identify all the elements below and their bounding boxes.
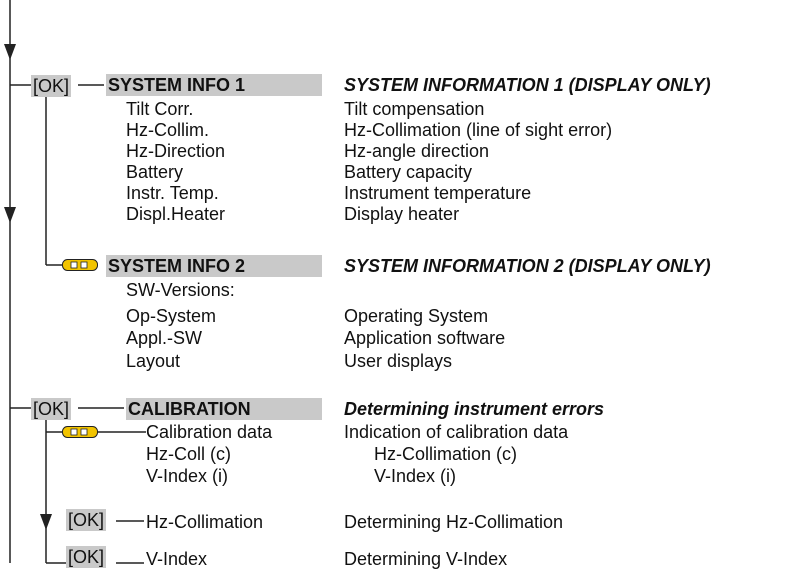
item-op-system: Op-System [126,306,217,326]
item-displ-heater: Displ.Heater [126,204,226,224]
desc-v-index: Determining V-Index [344,549,508,569]
section3-title: CALIBRATION [128,399,251,419]
section1-title-bar: SYSTEM INFO 1 [106,74,322,96]
desc-hz-coll-c: Hz-Collimation (c) [374,444,518,464]
item-appl-sw: Appl.-SW [126,328,203,348]
desc-instr-temp: Instrument temperature [344,183,532,203]
item-hz-coll-c: Hz-Coll (c) [146,444,231,464]
item-hz-direction: Hz-Direction [126,141,226,161]
ok-key-v-index: [OK] [66,546,107,568]
ok-key-calibration: [OK] [31,398,72,420]
item-battery: Battery [126,162,184,182]
ok-key-hz-collimation: [OK] [66,509,107,531]
section2-title: SYSTEM INFO 2 [108,256,246,276]
section3-heading: Determining instrument errors [344,399,605,419]
section2-title-bar: SYSTEM INFO 2 [106,255,322,277]
section2-heading: SYSTEM INFORMATION 2 (DISPLAY ONLY) [344,256,711,276]
item-hz-collimation: Hz-Collimation [146,512,264,532]
key-icon [62,259,98,271]
item-v-index-i: V-Index (i) [146,466,229,486]
ok-key-1: [OK] [31,75,72,97]
item-instr-temp: Instr. Temp. [126,183,219,203]
desc-hz-direction: Hz-angle direction [344,141,490,161]
key-icon [62,426,98,438]
desc-hz-collim: Hz-Collimation (line of sight error) [344,120,613,140]
item-calibration-data: Calibration data [146,422,273,442]
desc-calibration-data: Indication of calibration data [344,422,569,442]
desc-v-index-i: V-Index (i) [374,466,457,486]
desc-battery: Battery capacity [344,162,473,182]
desc-appl-sw: Application software [344,328,506,348]
section1-title: SYSTEM INFO 1 [108,75,246,95]
item-hz-collim: Hz-Collim. [126,120,209,140]
desc-layout: User displays [344,351,453,371]
sw-versions-label: SW-Versions: [126,280,235,300]
desc-tilt-corr: Tilt compensation [344,99,485,119]
section1-heading: SYSTEM INFORMATION 1 (DISPLAY ONLY) [344,75,711,95]
item-layout: Layout [126,351,181,371]
item-tilt-corr: Tilt Corr. [126,99,194,119]
desc-displ-heater: Display heater [344,204,460,224]
item-v-index: V-Index [146,549,208,569]
section3-title-bar: CALIBRATION [126,398,322,420]
desc-op-system: Operating System [344,306,489,326]
desc-hz-collimation: Determining Hz-Collimation [344,512,564,532]
